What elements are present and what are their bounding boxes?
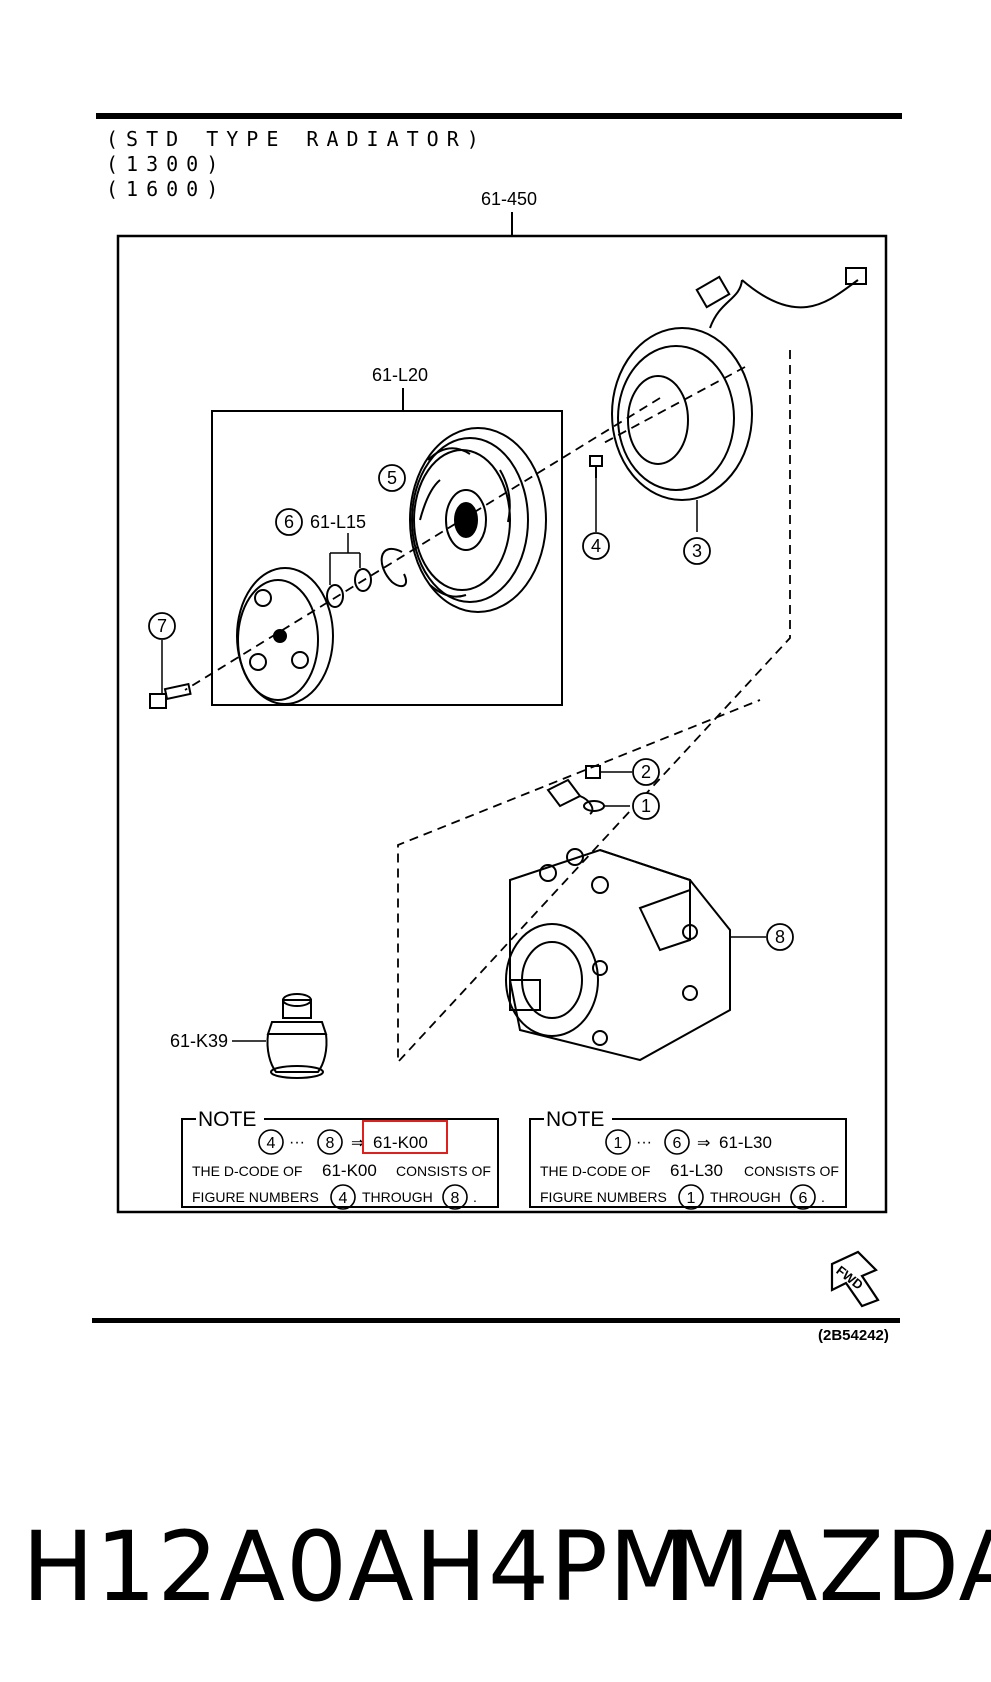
note-left-title: NOTE [198,1108,256,1131]
note-left: NOTE 4 ··· 8 ⇒ 61-K00 THE D-CODE OF 61-K… [181,1107,499,1210]
svg-text:5: 5 [387,468,397,488]
note-left-line2-suffix: CONSISTS OF [396,1163,491,1179]
note-left-line3-from: 4 [339,1190,348,1207]
note-right-dcode: 61-L30 [719,1133,772,1152]
shims [326,568,372,608]
svg-text:3: 3 [692,541,702,561]
shim-set-callout: 61-L15 [310,512,366,532]
clutch-set-callout: 61-L20 [372,365,428,385]
header-block: (STD TYPE RADIATOR) (1300) (1600) [106,127,487,201]
dcode-highlight-box [362,1120,448,1154]
note-right-line3-to: 6 [799,1190,808,1207]
note-left-line3-end: . [473,1189,477,1205]
image-code: (2B54242) [818,1327,889,1344]
figure-number-6: 6 [275,508,303,536]
part-number: H12A0AH4PM [22,1511,693,1623]
note-left-line3-prefix: FIGURE NUMBERS [192,1189,319,1205]
note-left-range-to: 8 [326,1135,335,1152]
header-line-1: (STD TYPE RADIATOR) [106,127,487,151]
armature-plate [236,567,334,705]
note-left-frame [181,1118,499,1208]
note-left-range-from: 4 [267,1135,276,1152]
screw-4 [589,455,603,478]
bottom-rule [92,1318,900,1323]
figure-number-1: 1 [632,792,660,820]
note-right-line3-from: 1 [687,1190,696,1207]
figure-number-4: 4 [582,532,610,560]
bolt-7 [149,682,192,709]
top-cap-callout: 61-K39 [170,1031,228,1051]
note-left-range-dots: ··· [289,1134,305,1151]
svg-text:7: 7 [157,616,167,636]
note-right-line2-code: 61-L30 [670,1161,723,1180]
note-right-line3-prefix: FIGURE NUMBERS [540,1189,667,1205]
note-left-line3-mid: THROUGH [362,1189,433,1205]
field-coil [611,267,867,501]
note-right-line3-end: . [821,1189,825,1205]
note-right-range-to: 6 [673,1135,682,1152]
note-left-dcode: 61-K00 [373,1133,428,1152]
svg-text:6: 6 [284,512,294,532]
note-left-line2-prefix: THE D-CODE OF [192,1163,302,1179]
svg-text:4: 4 [591,536,601,556]
svg-text:1: 1 [641,796,651,816]
assembly-frame [116,234,888,1214]
note-left-line2-code: 61-K00 [322,1161,377,1180]
fwd-arrow-icon: FWD [830,1250,880,1308]
figure-number-7: 7 [148,612,176,640]
note-right-line2-suffix: CONSISTS OF [744,1163,839,1179]
note-right-line2-prefix: THE D-CODE OF [540,1163,650,1179]
clutch-set-frame [211,410,563,706]
figure-number-callouts: 1 2 3 4 5 6 7 8 [148,464,794,951]
figure-number-5: 5 [378,464,406,492]
pulley-drawing [409,427,547,613]
note-left-arrow: ⇒ [351,1135,364,1152]
brand-name: MAZDA [668,1511,991,1623]
note-right-line3-mid: THROUGH [710,1189,781,1205]
note-right-frame [529,1118,847,1208]
note-right: NOTE 1 ··· 6 ⇒ 61-L30 THE D-CODE OF 61-L… [529,1107,847,1210]
svg-text:2: 2 [641,762,651,782]
figure-number-3: 3 [683,537,711,565]
figure-number-8: 8 [766,923,794,951]
dashed-guides [184,350,791,1065]
top-cap [266,993,328,1079]
bracket [546,765,605,815]
svg-text:8: 8 [775,927,785,947]
note-right-title: NOTE [546,1108,604,1131]
note-right-arrow: ⇒ [697,1135,710,1152]
snap-ring [380,548,408,588]
note-left-line3-to: 8 [451,1190,460,1207]
assembly-callout: 61-450 [481,189,537,209]
note-right-range-from: 1 [614,1135,623,1152]
note-right-range-dots: ··· [636,1134,652,1151]
figure-number-2: 2 [632,758,660,786]
top-rule [96,113,902,119]
header-line-2: (1300) [106,152,226,176]
header-line-3: (1600) [106,177,226,201]
compressor-body [505,848,731,1062]
